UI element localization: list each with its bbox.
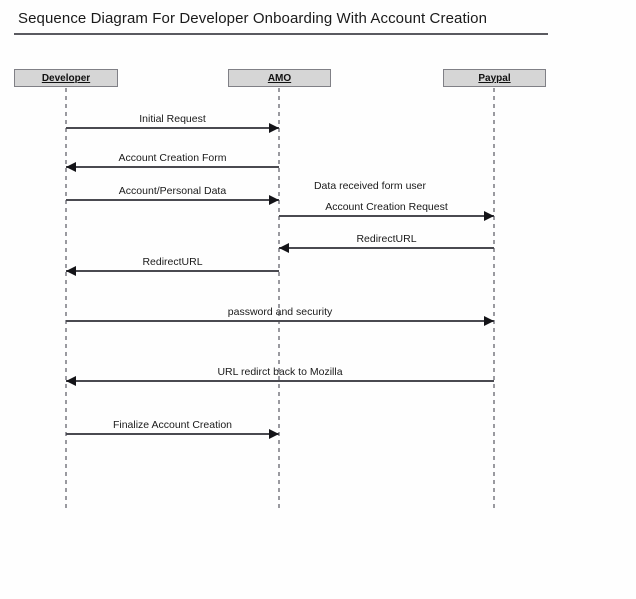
participant-label: Paypal	[478, 72, 511, 84]
arrowhead-right-icon	[269, 195, 279, 205]
arrowhead-right-icon	[269, 429, 279, 439]
message-label: Account/Personal Data	[118, 185, 227, 197]
message-label: Account Creation Form	[118, 152, 227, 164]
message-line	[279, 247, 494, 249]
participant-box-paypal[interactable]: Paypal	[443, 69, 546, 87]
arrowhead-right-icon	[484, 316, 494, 326]
participant-label: AMO	[267, 72, 292, 84]
lifeline-developer	[65, 88, 67, 512]
message-label: Initial Request	[139, 113, 206, 125]
message-label: Account Creation Request	[325, 201, 448, 213]
message-line	[66, 270, 279, 272]
participant-label: Developer	[41, 72, 91, 84]
arrowhead-left-icon	[66, 376, 76, 386]
message-label: password and security	[227, 306, 333, 318]
message-label: RedirectURL	[356, 233, 417, 245]
lifeline-amo	[278, 88, 280, 512]
arrowhead-right-icon	[269, 123, 279, 133]
page-title: Sequence Diagram For Developer Onboardin…	[18, 10, 488, 27]
arrowhead-left-icon	[66, 162, 76, 172]
message-line	[66, 199, 279, 201]
arrowhead-left-icon	[279, 243, 289, 253]
message-line	[66, 320, 494, 322]
participant-box-amo[interactable]: AMO	[228, 69, 331, 87]
message-line	[66, 166, 279, 168]
note-label: Data received form user	[313, 180, 427, 192]
arrowhead-left-icon	[66, 266, 76, 276]
message-label: URL redirct back to Mozilla	[217, 366, 343, 378]
message-line	[66, 433, 279, 435]
arrowhead-right-icon	[484, 211, 494, 221]
message-line	[66, 127, 279, 129]
message-line	[279, 215, 494, 217]
participant-box-developer[interactable]: Developer	[14, 69, 118, 87]
message-line	[66, 380, 494, 382]
message-label: RedirectURL	[142, 256, 203, 268]
lifeline-paypal	[493, 88, 495, 512]
title-divider	[14, 33, 548, 35]
message-label: Finalize Account Creation	[112, 419, 233, 431]
